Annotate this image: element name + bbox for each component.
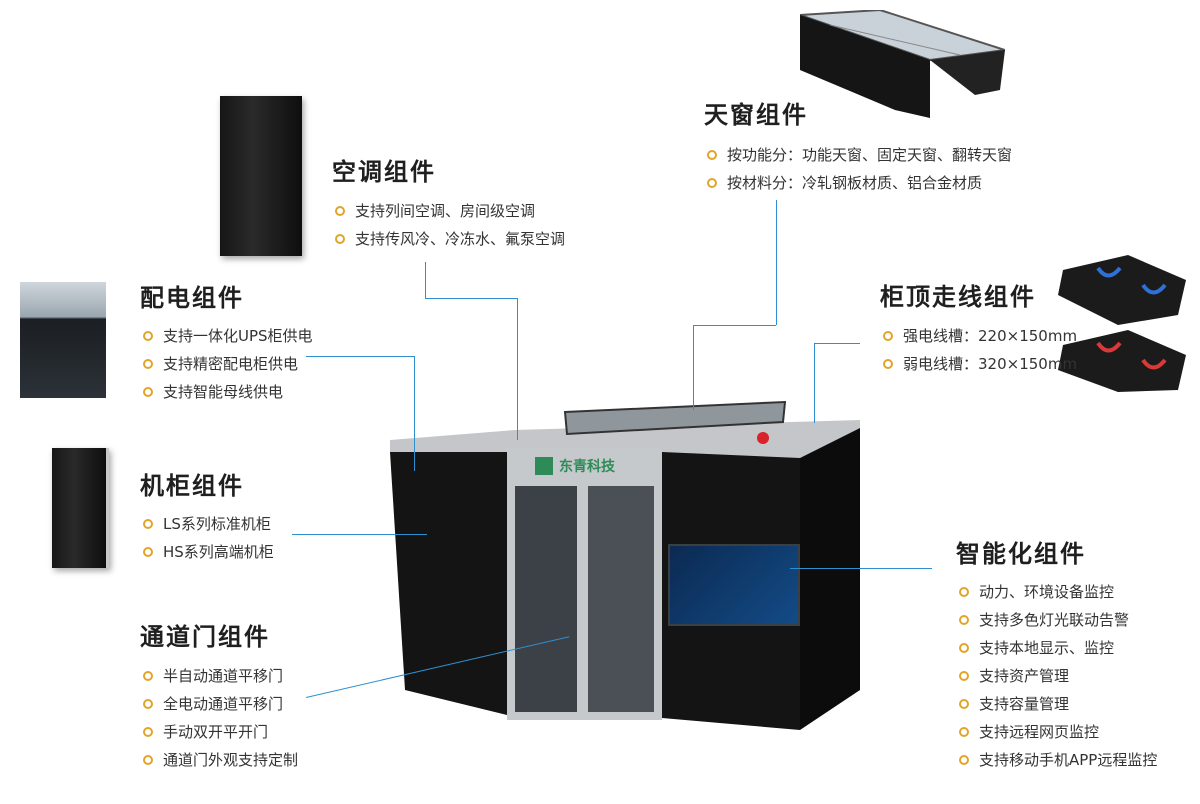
cabinet-rack-image <box>52 448 109 568</box>
cabinet-item-1: LS系列标准机柜 <box>143 513 271 534</box>
skylight-image <box>799 8 1006 118</box>
bullet-icon <box>959 670 969 681</box>
leader-line-smart <box>790 568 932 569</box>
bullet-icon <box>143 518 153 529</box>
monitor-screen <box>668 544 800 626</box>
leader-line-cabling-v <box>814 343 815 423</box>
aircon-item-1: 支持列间空调、房间级空调 <box>335 200 535 221</box>
skylight-item-1: 按功能分：功能天窗、固定天窗、翻转天窗 <box>707 144 1012 165</box>
leader-line-cabinet <box>292 534 427 535</box>
bullet-icon <box>707 149 717 160</box>
power-item-3: 支持智能母线供电 <box>143 381 283 402</box>
smart-item-2: 支持多色灯光联动告警 <box>959 609 1129 630</box>
brand-logo-text: 东青科技 <box>559 459 615 475</box>
bullet-icon <box>143 546 153 557</box>
bullet-icon <box>959 726 969 737</box>
cabling-title: 柜顶走线组件 <box>880 283 1036 311</box>
cabling-tray-image <box>1058 250 1186 392</box>
bullet-icon <box>143 330 153 341</box>
power-item-2: 支持精密配电柜供电 <box>143 353 298 374</box>
bullet-icon <box>335 205 345 216</box>
brand-logo: 东青科技 <box>535 454 615 478</box>
door-title: 通道门组件 <box>140 623 270 651</box>
brand-mark-icon <box>535 457 553 475</box>
bullet-icon <box>143 358 153 369</box>
bullet-icon <box>143 670 153 681</box>
skylight-item-2: 按材料分：冷轧钢板材质、铝合金材质 <box>707 172 982 193</box>
power-title: 配电组件 <box>140 284 244 312</box>
bullet-icon <box>707 177 717 188</box>
smart-item-4: 支持资产管理 <box>959 665 1069 686</box>
bullet-icon <box>143 698 153 709</box>
cabling-item-2: 弱电线槽：320×150mm <box>883 353 1077 374</box>
door-item-4: 通道门外观支持定制 <box>143 749 298 770</box>
power-room-photo <box>20 282 106 398</box>
bullet-icon <box>335 233 345 244</box>
smart-item-7: 支持移动手机APP远程监控 <box>959 749 1157 770</box>
aircon-rack-image <box>220 96 302 256</box>
smart-item-1: 动力、环境设备监控 <box>959 581 1114 602</box>
bullet-icon <box>143 386 153 397</box>
aircon-title: 空调组件 <box>332 158 436 186</box>
door-item-3: 手动双开平开门 <box>143 721 268 742</box>
leader-line-cabling <box>814 343 860 344</box>
leader-line-skylight-h <box>693 325 776 326</box>
aircon-item-2: 支持传风冷、冷冻水、氟泵空调 <box>335 228 565 249</box>
leader-line-aircon <box>425 262 426 298</box>
power-item-1: 支持一体化UPS柜供电 <box>143 325 313 346</box>
smart-item-6: 支持远程网页监控 <box>959 721 1099 742</box>
bullet-icon <box>143 726 153 737</box>
cabinet-title: 机柜组件 <box>140 472 244 500</box>
leader-line-power <box>306 356 414 357</box>
skylight-title: 天窗组件 <box>704 101 808 129</box>
cabling-item-1: 强电线槽：220×150mm <box>883 325 1077 346</box>
bullet-icon <box>959 754 969 765</box>
bullet-icon <box>883 358 893 369</box>
door-item-2: 全电动通道平移门 <box>143 693 283 714</box>
leader-line-aircon-h <box>425 298 517 299</box>
bullet-icon <box>883 330 893 341</box>
bullet-icon <box>959 586 969 597</box>
leader-line-power-v <box>414 356 415 471</box>
smart-title: 智能化组件 <box>956 540 1086 568</box>
leader-line-skylight <box>693 325 694 410</box>
bullet-icon <box>959 698 969 709</box>
bullet-icon <box>959 642 969 653</box>
smart-item-3: 支持本地显示、监控 <box>959 637 1114 658</box>
smart-item-5: 支持容量管理 <box>959 693 1069 714</box>
leader-line-aircon-v2 <box>517 298 518 440</box>
leader-line-skylight-v2 <box>776 200 777 325</box>
main-containment-cabinet: 东青科技 <box>385 400 865 730</box>
cabinet-item-2: HS系列高端机柜 <box>143 541 274 562</box>
bullet-icon <box>143 754 153 765</box>
door-item-1: 半自动通道平移门 <box>143 665 283 686</box>
bullet-icon <box>959 614 969 625</box>
